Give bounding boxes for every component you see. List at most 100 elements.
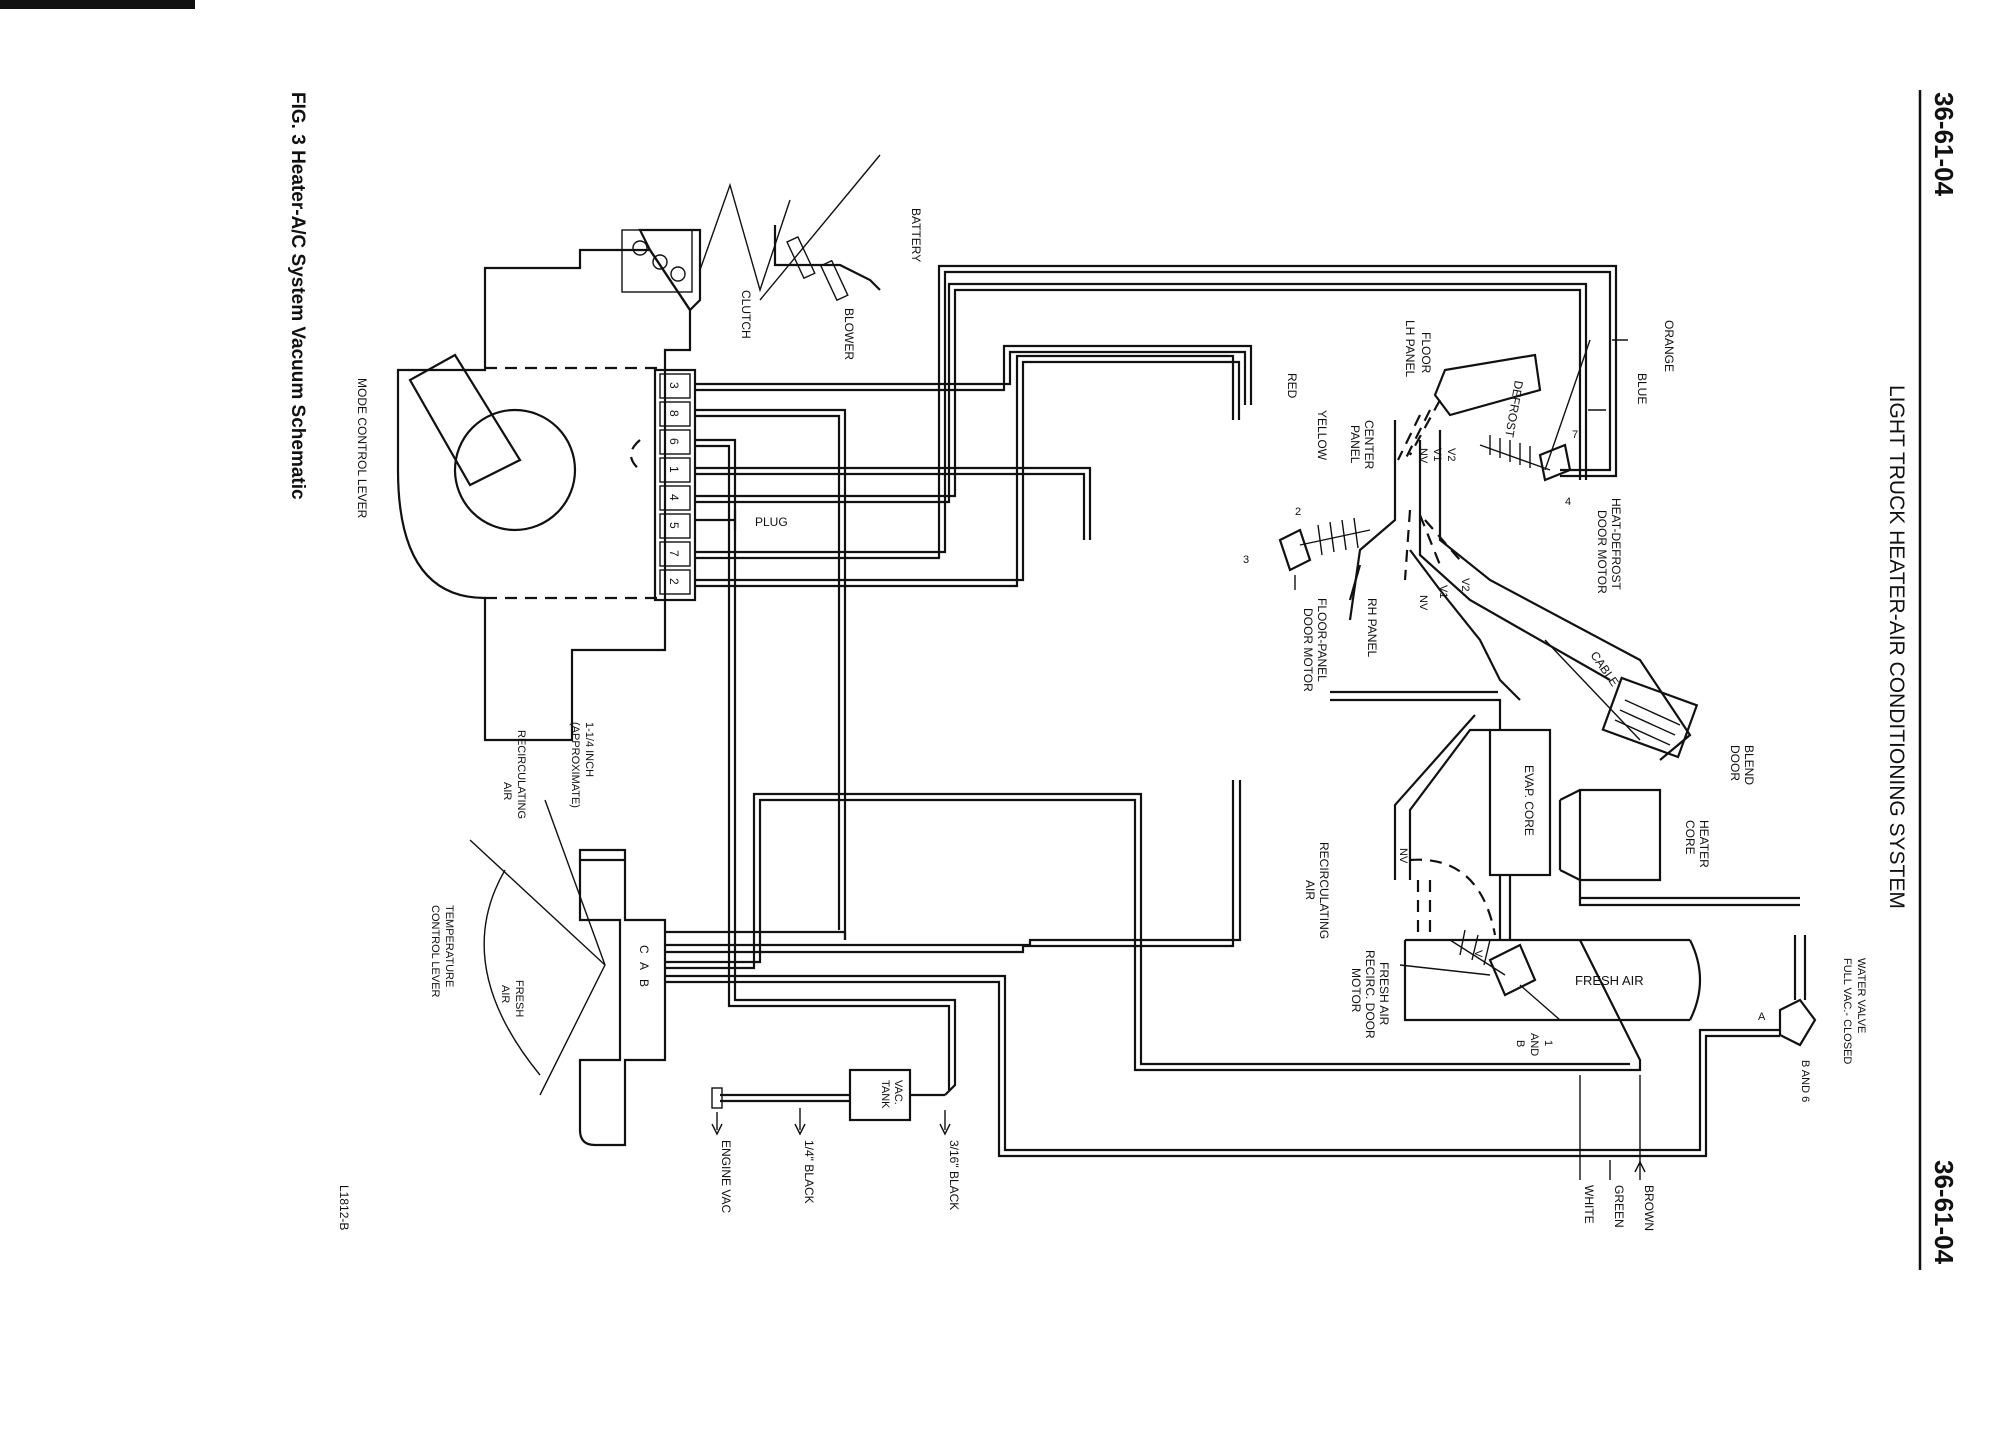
mode-control-body: [396, 248, 692, 742]
evap-core: [1488, 728, 1552, 877]
label-fresh-air: FRESH AIR: [1575, 973, 1644, 988]
temp-lever-arc: [483, 869, 541, 1076]
label-water-valve-1: WATER VALVE: [1855, 958, 1867, 1033]
label-blower: BLOWER: [842, 308, 856, 360]
label-clutch: CLUTCH: [739, 290, 753, 339]
label-heater-core-2: CORE: [1683, 820, 1697, 855]
label-yellow: YELLOW: [1315, 410, 1329, 461]
temp-port-a: A: [637, 962, 651, 970]
callout-v2-a: V2: [1445, 448, 1457, 461]
label-1-and-b-2: AND: [1528, 1033, 1540, 1056]
label-floor-panel-1: FLOOR-PANEL: [1315, 598, 1329, 682]
port-2: 2: [659, 569, 691, 595]
label-engine-vac: ENGINE VAC: [719, 1140, 733, 1213]
figure-code: L1812-B: [337, 1185, 351, 1230]
blower-relay: [786, 235, 816, 280]
callout-2: 2: [1295, 506, 1301, 518]
label-battery: BATTERY: [909, 208, 923, 262]
label-heater-core-1: HEATER: [1697, 820, 1711, 868]
hose-port8: [695, 408, 847, 940]
fresh-air-recirc-door-motor: FRESH AIR RECIRC. DOOR MOTOR: [1349, 929, 1561, 1039]
temp-lever-arm: [539, 799, 606, 1096]
engine-vac-fitting: [711, 1087, 723, 1109]
port-1: 1: [659, 457, 691, 483]
header-title: LIGHT TRUCK HEATER-AIR CONDITIONING SYST…: [1885, 385, 1908, 909]
label-black-3-16: 3/16" BLACK: [947, 1140, 961, 1210]
port-7: 7: [659, 541, 691, 567]
hose-blue: [695, 288, 1582, 498]
hose-yellow: [695, 360, 1241, 582]
mode-control-assembly: MODE CONTROL LEVER: [355, 228, 702, 742]
temp-control-hoses: [665, 780, 1780, 1158]
svg-text:6: 6: [667, 438, 681, 445]
label-water-valve-2: FULL VAC.- CLOSED: [1841, 958, 1853, 1064]
defrost-duct: [1433, 353, 1542, 417]
recirc-door-arc: [1409, 858, 1497, 936]
corner-bar: [0, 0, 195, 9]
callout-v1-b: V1: [1437, 585, 1449, 598]
label-heat-defrost-1: HEAT-DEFROST: [1609, 498, 1623, 590]
callout-3: 3: [1243, 554, 1249, 566]
heater-core: [1578, 788, 1662, 882]
label-recirc-right-2: AIR: [1303, 880, 1317, 900]
label-lh-panel: LH PANEL: [1403, 320, 1417, 377]
mode-control-lever: [408, 353, 522, 487]
label-blend-door-1: BLEND: [1742, 745, 1756, 785]
section-number-top: 36-61-04: [1929, 92, 1959, 197]
svg-text:7: 7: [667, 550, 681, 557]
temp-port-c: C: [637, 945, 651, 954]
hose-green: [665, 974, 1780, 1152]
figure-caption: FIG. 3 Heater-A/C System Vacuum Schemati…: [287, 92, 308, 500]
label-vac-tank-2: TANK: [879, 1080, 891, 1109]
label-temp-lever-1: TEMPERATURE: [443, 905, 455, 987]
label-fresh-left-1: FRESH: [513, 980, 525, 1017]
upper-channel-wall: [1438, 430, 1692, 761]
label-rh-panel: RH PANEL: [1365, 598, 1379, 657]
label-evap-core: EVAP. CORE: [1522, 765, 1536, 836]
label-recirc-left-2: AIR: [501, 782, 513, 800]
label-recirc-left-1: RECIRCULATING: [515, 730, 527, 819]
section-number-bottom: 36-61-04: [1929, 1160, 1959, 1265]
label-fresh-motor-1: FRESH AIR: [1377, 962, 1391, 1026]
svg-text:2: 2: [667, 578, 681, 585]
label-1-and-b-1: 1: [1542, 1040, 1554, 1046]
callout-v1-a: V1: [1431, 448, 1443, 461]
port-block-frame: [653, 368, 697, 602]
label-red: RED: [1285, 373, 1299, 399]
callout-v2-b: V2: [1459, 578, 1471, 591]
hose-1-4-black: [720, 1093, 850, 1103]
label-b-and-6: B AND 6: [1799, 1060, 1811, 1102]
fresh-air-duct: [1403, 938, 1690, 1022]
callout-nv-a: NV: [1417, 448, 1429, 464]
label-fresh-motor-3: MOTOR: [1349, 968, 1363, 1013]
label-mode-control-lever: MODE CONTROL LEVER: [355, 378, 369, 519]
callout-4: 4: [1565, 496, 1571, 508]
vent-labels: ORANGE BLUE FLOOR LH PANEL RED YELLOW CE…: [1285, 320, 1676, 1056]
callout-v-recirc: V: [1472, 950, 1484, 958]
callout-a: A: [1758, 1011, 1766, 1023]
vacuum-hose-network: [695, 264, 1618, 970]
label-black-1-4: 1/4" BLACK: [802, 1140, 816, 1204]
port-6: 6: [659, 429, 691, 455]
hose-color-labels: BROWN GREEN WHITE: [1579, 1075, 1656, 1231]
label-brown: BROWN: [1642, 1185, 1656, 1231]
port-8: 8: [659, 401, 691, 427]
svg-text:4: 4: [667, 494, 681, 501]
port-3: 3: [659, 373, 691, 399]
label-inch-1: 1-1/4 INCH: [583, 722, 595, 777]
hose-white: [665, 798, 1642, 1072]
label-inch-2: (APPROXIMATE): [569, 722, 581, 808]
label-center-panel-2: PANEL: [1348, 425, 1362, 464]
svg-text:8: 8: [667, 410, 681, 417]
blend-door: [1601, 676, 1699, 759]
mode-port-block: 3 8 6 1 4 5 7 2 PLUG: [653, 368, 788, 602]
svg-text:5: 5: [667, 522, 681, 529]
hose-port1: [695, 466, 1092, 540]
hose-red: [695, 350, 1247, 405]
callout-7: 7: [1572, 429, 1578, 441]
temp-lever-recirc-line: [469, 839, 606, 966]
label-plug: PLUG: [755, 515, 788, 529]
floor-panel-door-motor: 2 3 FLOOR-PANEL DOOR MOTOR: [1243, 506, 1371, 692]
